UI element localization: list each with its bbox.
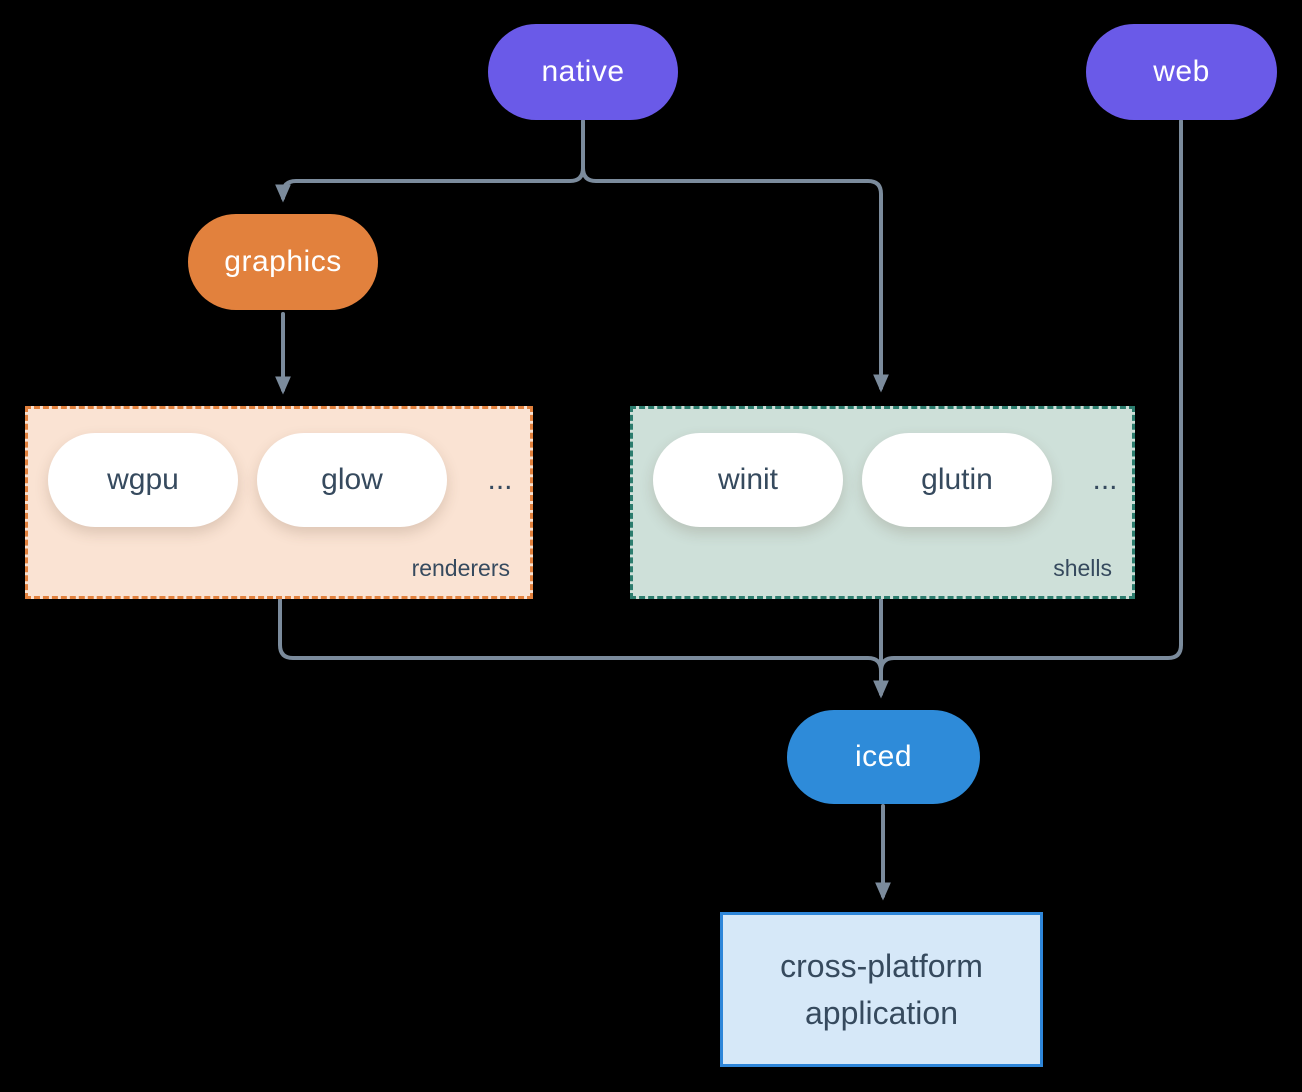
node-native: native [488,24,678,120]
renderers-ellipsis: ... [487,463,513,496]
node-winit: winit [653,433,843,527]
group-shells: winit glutin ... shells [630,406,1135,599]
shells-ellipsis: ... [1092,463,1118,496]
node-glow: glow [257,433,447,527]
node-native-label: native [541,55,625,88]
node-iced-label: iced [854,740,913,773]
node-graphics-label: graphics [224,245,342,278]
node-wgpu-label: wgpu [107,463,179,496]
node-graphics: graphics [188,214,378,310]
edge-native-shells [581,166,889,393]
node-wgpu: wgpu [48,433,238,527]
node-iced: iced [787,710,980,804]
edge-native-graphics [275,119,585,203]
node-glutin-label: glutin [921,463,993,496]
node-web: web [1086,24,1277,120]
node-cross-platform-application: cross-platform application [720,912,1043,1067]
renderers-group-label: renderers [411,555,510,581]
application-label-line1: cross-platform [780,948,983,985]
shells-group-label: shells [1053,555,1112,581]
group-renderers: wgpu glow ... renderers [25,406,533,599]
node-web-label: web [1153,55,1210,88]
edge-renderers-iced [278,598,883,673]
node-glow-label: glow [321,463,383,496]
node-glutin: glutin [862,433,1052,527]
application-label-line2: application [805,994,958,1031]
node-winit-label: winit [717,463,778,496]
